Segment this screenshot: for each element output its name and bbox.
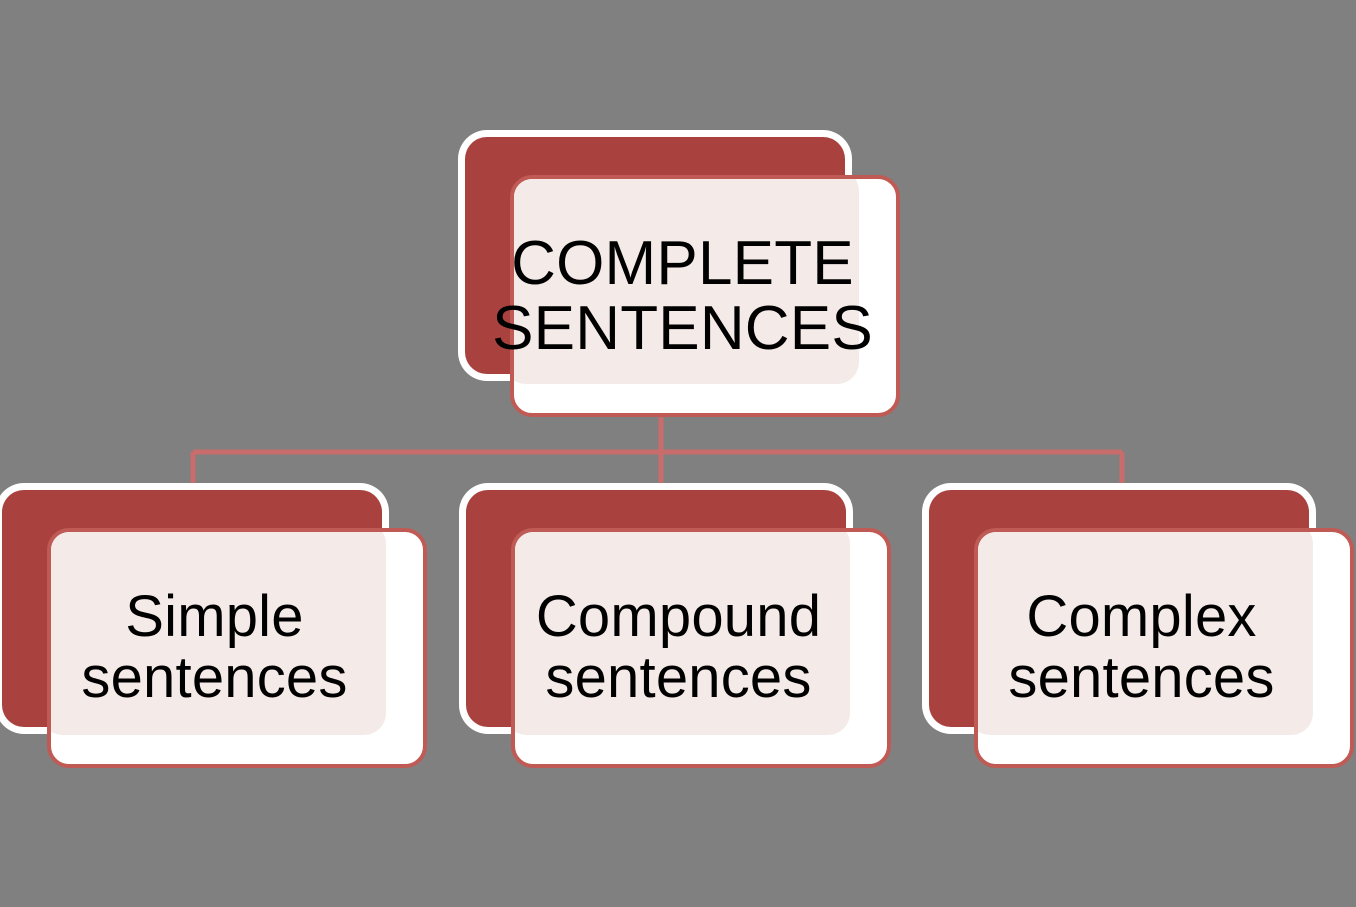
node-simple-sentences[interactable]: Simple sentences (2, 490, 427, 768)
node-complex-sentences[interactable]: Complex sentences (929, 490, 1354, 768)
node-inset-fill (978, 532, 1313, 735)
node-inset-fill (51, 532, 386, 735)
node-inset-fill (514, 179, 859, 384)
node-front-card (47, 528, 427, 768)
node-complete-sentences[interactable]: COMPLETE SENTENCES (465, 137, 900, 417)
node-compound-sentences[interactable]: Compound sentences (466, 490, 891, 768)
node-front-card (974, 528, 1354, 768)
node-inset-fill (515, 532, 850, 735)
node-front-card (511, 528, 891, 768)
node-front-card (510, 175, 900, 417)
